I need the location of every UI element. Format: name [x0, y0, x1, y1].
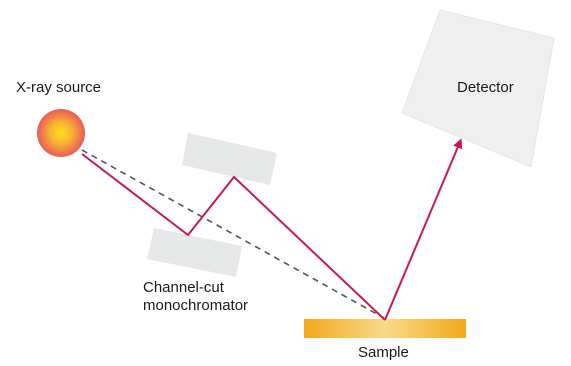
direct-beam-path [81, 149, 385, 319]
monochromator-label-line2: monochromator [143, 297, 249, 314]
monochromator-label-line1: Channel-cut [143, 279, 224, 296]
monochromator-lower-crystal [147, 228, 242, 277]
monochromator-label: Channel-cut monochromator [143, 279, 248, 315]
sample-label: Sample [358, 344, 409, 361]
source-label: X-ray source [16, 79, 102, 96]
detector-label: Detector [457, 79, 514, 96]
beam-path [81, 153, 386, 321]
xray-source-icon [37, 109, 85, 157]
scattered-beam-arrow [384, 138, 463, 321]
detector-box [401, 9, 555, 168]
sample-plate [304, 319, 466, 338]
monochromator-upper-crystal [182, 133, 277, 185]
